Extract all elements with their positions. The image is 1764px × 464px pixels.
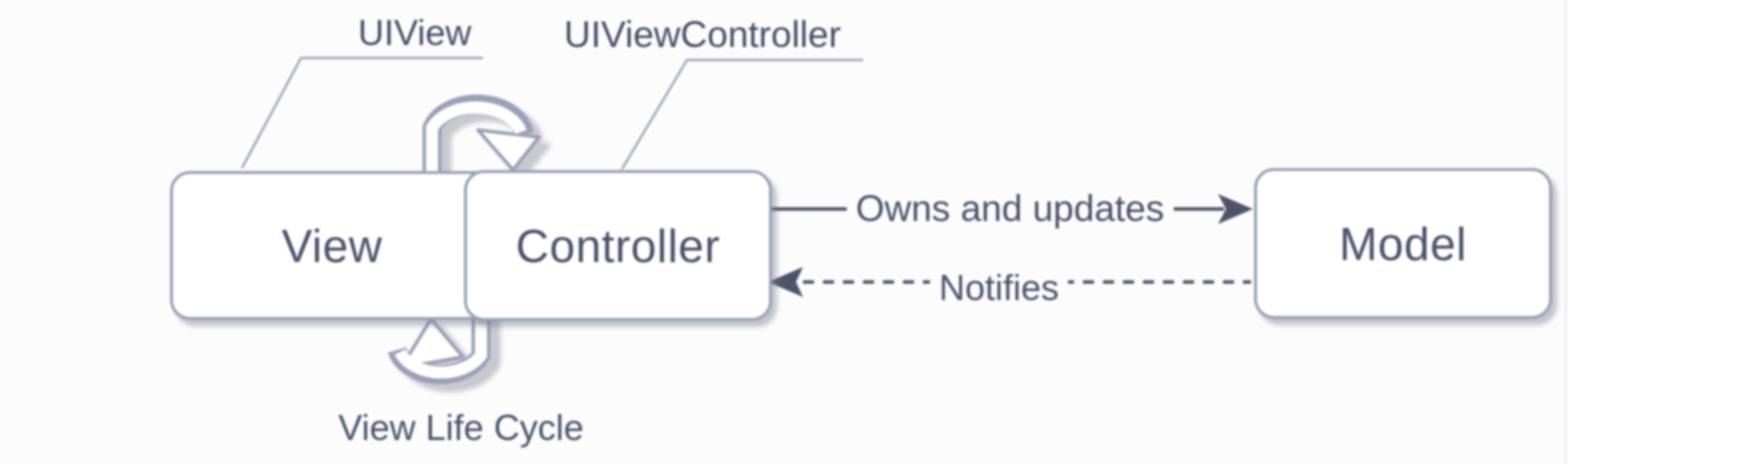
top-loop-arrow <box>422 94 541 182</box>
canvas-page-edge <box>1565 0 1567 464</box>
uiview-callout-label: UIView <box>358 12 472 53</box>
uiview-callout-line <box>240 56 483 169</box>
uiviewcontroller-callout-line <box>620 58 863 170</box>
bottom-loop-inner <box>394 303 487 379</box>
node-model-label: Model <box>1339 217 1467 270</box>
notifies-arrowhead-icon <box>768 267 803 297</box>
node-controller: Controller <box>464 170 772 321</box>
node-model: Model <box>1254 168 1552 319</box>
view-life-cycle-label: View Life Cycle <box>338 407 584 448</box>
notifies-edge-label: Notifies <box>929 267 1069 309</box>
top-loop-arrowhead-icon <box>476 128 541 172</box>
bottom-loop-arrowhead-icon <box>399 317 465 370</box>
owns-and-updates-edge-label: Owns and updates <box>846 188 1174 230</box>
node-view-label: View <box>281 219 383 272</box>
uiviewcontroller-callout-label: UIViewController <box>564 14 841 55</box>
bottom-loop-arrow <box>387 303 491 385</box>
node-view: View <box>170 171 494 320</box>
node-controller-label: Controller <box>515 219 721 272</box>
owns-arrowhead-icon <box>1218 194 1253 224</box>
top-loop-inner <box>426 101 527 182</box>
